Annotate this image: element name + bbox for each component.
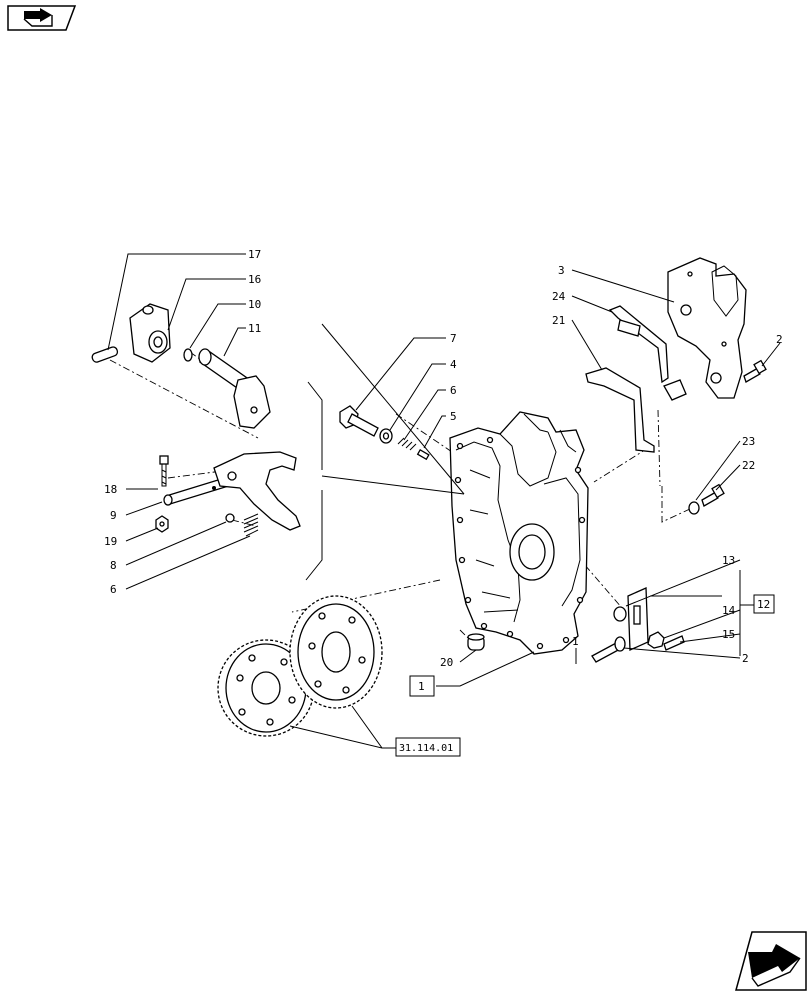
spring-6-lower	[243, 513, 259, 537]
callout-13: 13	[722, 554, 735, 567]
bolt-7	[339, 405, 379, 437]
callout-18: 18	[104, 483, 117, 496]
washer-23	[688, 501, 700, 515]
bracket-24	[608, 305, 669, 384]
plug-20	[467, 633, 485, 651]
callout-24: 24	[552, 290, 566, 303]
prev-page-button[interactable]	[7, 5, 77, 31]
callout-22: 22	[742, 459, 755, 472]
screw-18	[159, 455, 169, 487]
bracket-arm-21	[585, 367, 687, 453]
callout-4: 4	[450, 358, 457, 371]
assembly-centerlines	[109, 351, 693, 641]
screw-2-upper	[743, 359, 767, 383]
ref-box-1-label: 1	[418, 680, 425, 693]
callout-7: 7	[450, 332, 457, 345]
callout-15: 15	[722, 628, 735, 641]
plunger-5	[416, 449, 430, 461]
ref-box-1[interactable]: 1	[409, 675, 435, 697]
callout-9: 9	[110, 509, 117, 522]
spring-6-upper	[397, 437, 417, 451]
callout-19: 19	[104, 535, 117, 548]
callout-20: 20	[440, 656, 453, 669]
callout-6-upper: 6	[450, 384, 457, 397]
washer-4	[379, 428, 393, 444]
callout-2-upper: 2	[776, 333, 783, 346]
plate-3	[667, 257, 747, 399]
gear-front	[289, 595, 383, 709]
callout-5: 5	[450, 410, 457, 423]
ball-8	[225, 513, 235, 523]
callout-labels: 17 16 10 11 7 4 6 5 18 9 19 8 6 3 24 21 …	[104, 248, 783, 669]
callout-14: 14	[722, 604, 736, 617]
callout-1-dot: 1	[572, 635, 579, 648]
next-page-button[interactable]	[735, 931, 807, 991]
callout-3: 3	[558, 264, 565, 277]
shift-fork	[212, 451, 301, 531]
bolt-22	[701, 483, 725, 507]
gearbox-housing-1	[449, 411, 589, 655]
fork-group-boundary	[305, 381, 323, 581]
callout-8: 8	[110, 559, 117, 572]
screw-15	[663, 635, 685, 651]
callout-11: 11	[248, 322, 261, 335]
ref-box-12[interactable]: 12	[753, 594, 775, 614]
callout-21: 21	[552, 314, 565, 327]
callout-16: 16	[248, 273, 261, 286]
bolt-2-lower	[591, 636, 626, 663]
ref-box-31-114-01-label: 31.114.01	[399, 743, 453, 754]
callout-10: 10	[248, 298, 261, 311]
callout-23: 23	[742, 435, 755, 448]
ref-box-12-label: 12	[757, 598, 770, 611]
washer-14	[647, 631, 665, 649]
gear-rear	[217, 639, 315, 737]
callout-2-lower: 2	[742, 652, 749, 665]
ref-box-31-114-01[interactable]: 31.114.01	[395, 737, 461, 757]
shift-shaft-11	[198, 348, 271, 429]
arrow-right-icon	[748, 944, 801, 987]
callout-6-lower: 6	[110, 583, 117, 596]
nut-19	[155, 515, 169, 533]
arrow-left-icon	[23, 8, 53, 27]
callout-17: 17	[248, 248, 261, 261]
collar-16	[129, 303, 171, 363]
pin-17	[91, 346, 119, 363]
leader-lines	[107, 253, 781, 749]
ring-10	[183, 348, 193, 362]
